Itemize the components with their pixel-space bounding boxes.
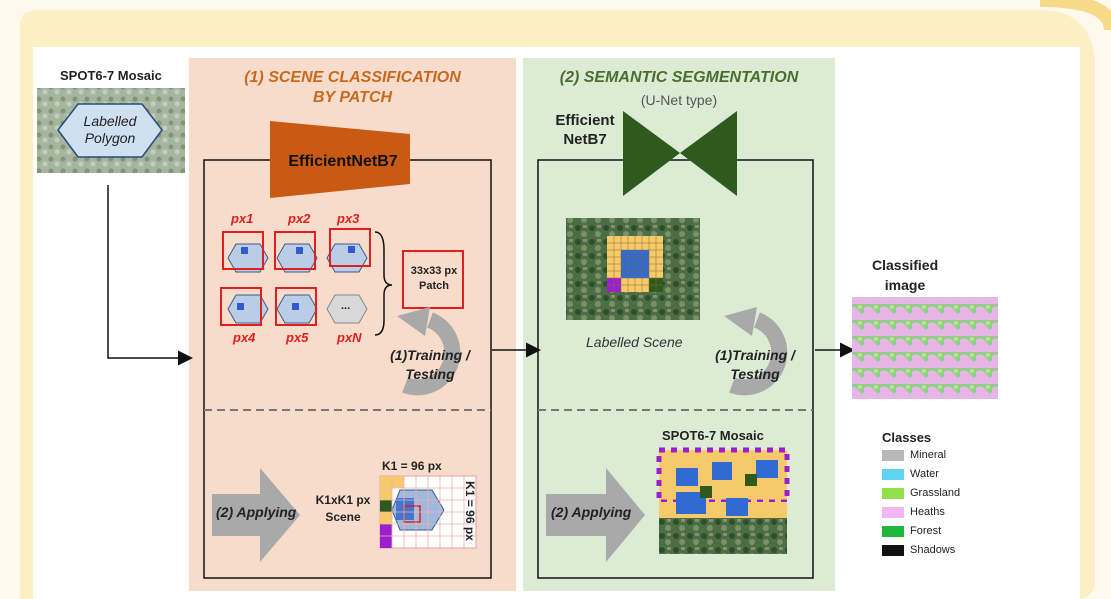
training-cycle-arrow-1 (402, 312, 461, 396)
stage2-mosaic-label: SPOT6-7 Mosaic (662, 428, 764, 443)
pixel-label-1: px1 (231, 211, 254, 226)
mosaic-title: SPOT6-7 Mosaic (60, 68, 162, 83)
patch-hex-3 (326, 243, 368, 273)
pixel-label-n: pxN (337, 330, 362, 345)
patch-brace (374, 231, 393, 336)
legend-item-water: Water (882, 468, 939, 480)
stage2-model-label: Efficient NetB7 (555, 112, 615, 148)
stage2-applying-label: (2) Applying (551, 504, 632, 520)
stage2-training-label: (1)Training / Testing (715, 347, 795, 382)
efficientnet-trapezoid (270, 121, 410, 198)
pixel-label-3: px3 (337, 211, 360, 226)
patch-hex-1 (227, 243, 269, 273)
applying-arrow-2 (546, 468, 645, 562)
patch-box-3 (329, 228, 371, 267)
legend-item-heaths: Heaths (882, 506, 945, 518)
stage1-applying-label: (2) Applying (216, 504, 297, 520)
stage1-model-label: EfficientNetB7 (288, 153, 398, 170)
legend-item-forest: Forest (882, 525, 941, 537)
flow-arrow-to-stage1 (107, 185, 193, 366)
training-cycle-head-2 (724, 307, 757, 336)
patch-hex-n (326, 294, 368, 324)
pixel-label-4: px4 (233, 330, 256, 345)
stage2-subtitle: (U-Net type) (640, 92, 718, 108)
stage1-training-label: (1)Training / Testing (390, 347, 470, 382)
training-cycle-arrow-2 (729, 312, 788, 396)
patch-box-5 (275, 287, 317, 326)
patch-pixel-1 (241, 247, 248, 254)
unet-bowtie (623, 111, 737, 196)
stage2-title: (2) SEMANTIC SEGMENTATION (559, 69, 799, 86)
scene-size-label: K1xK1 px Scene (315, 493, 371, 524)
segmented-mosaic-grid (656, 447, 790, 518)
patch-pixel-3 (348, 246, 355, 253)
training-cycle-head-1 (397, 307, 430, 336)
classified-image (852, 297, 998, 399)
labelled-polygon-shape (57, 103, 163, 158)
patch-size-label: 33x33 px Patch (410, 265, 458, 292)
patch-box-1 (222, 231, 264, 270)
legend-title: Classes (882, 430, 932, 445)
applying-arrow-1 (212, 468, 300, 562)
ellipsis-label: ... (341, 300, 351, 312)
labelled-polygon-label: Labelled Polygon (83, 113, 137, 146)
k1-scene-grid (379, 475, 477, 549)
classified-image-title: Classified image (872, 257, 939, 293)
k1-side-label: K1 = 96 px (462, 481, 477, 541)
pixel-label-2: px2 (288, 211, 311, 226)
stage2-box (537, 159, 814, 579)
legend-item-grassland: Grassland (882, 487, 960, 499)
patch-hex-2 (276, 243, 318, 273)
patch-pixel-4 (237, 303, 244, 310)
patch-box-4 (220, 287, 262, 326)
legend-item-mineral: Mineral (882, 449, 946, 461)
pixel-label-5: px5 (286, 330, 309, 345)
patch-grid (220, 228, 464, 336)
patch-pixel-5 (292, 303, 299, 310)
legend-item-shadows: Shadows (882, 544, 955, 556)
labelled-scene-label: Labelled Scene (586, 334, 683, 350)
patch-pixel-2 (296, 247, 303, 254)
k1-top-label: K1 = 96 px (382, 459, 442, 473)
labelled-scene-grid (607, 236, 663, 292)
patch-box-2 (274, 231, 316, 270)
stage1-title: (1) SCENE CLASSIFICATION BY PATCH (244, 69, 461, 106)
patch-33-box (402, 250, 464, 309)
